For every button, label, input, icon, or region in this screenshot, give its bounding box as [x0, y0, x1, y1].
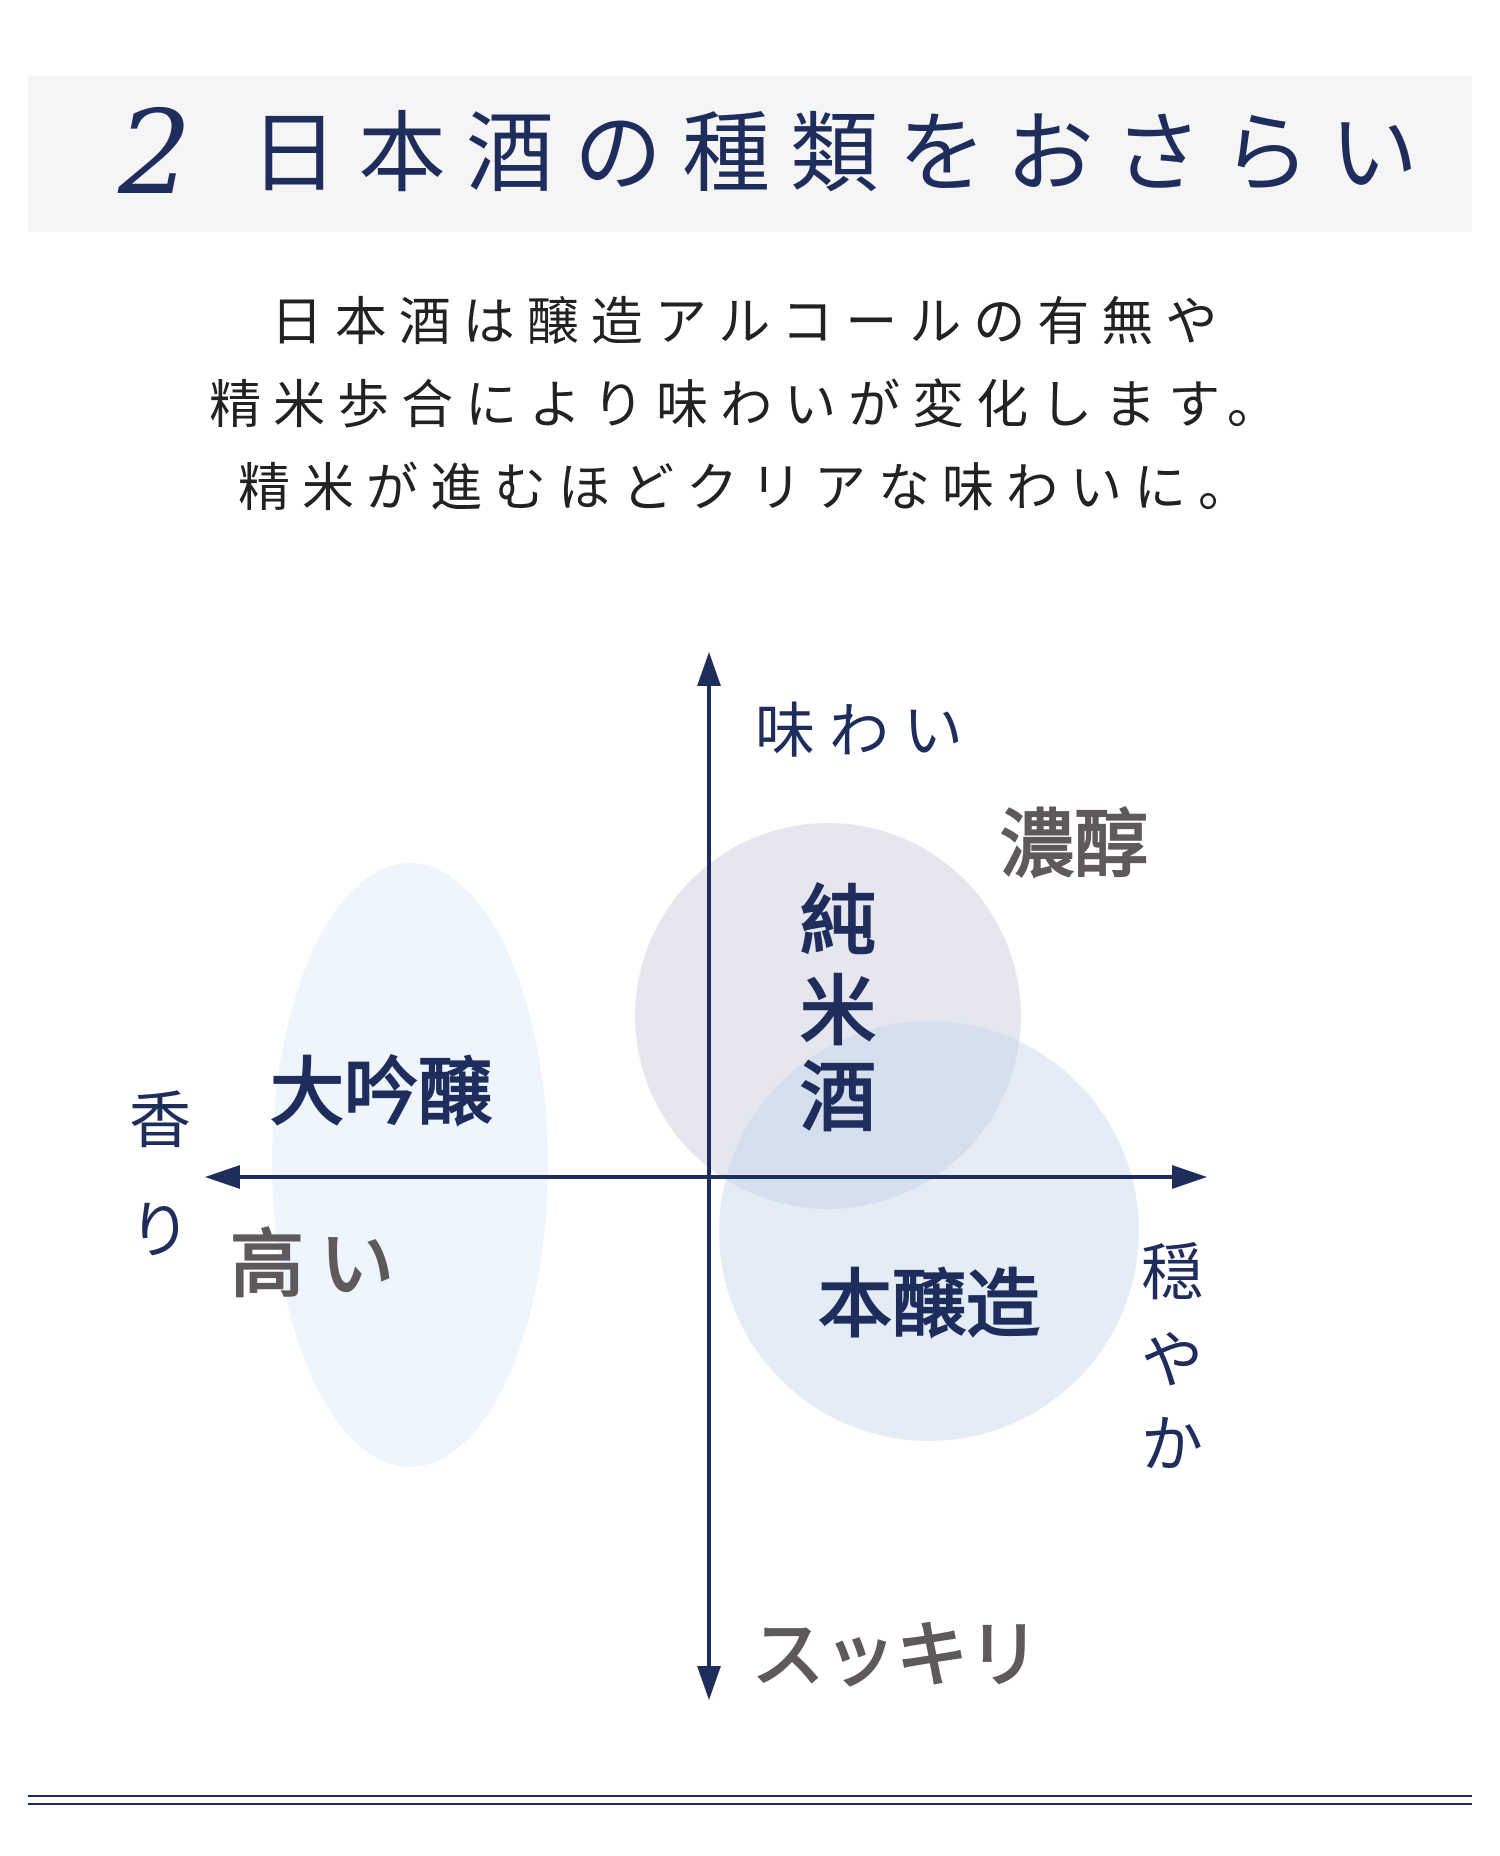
- axis-label-right-1: 穏: [1141, 1236, 1203, 1309]
- axis-label-left-2: り: [129, 1194, 191, 1267]
- section-number: 2: [118, 86, 192, 221]
- footer-rule-bottom: [28, 1803, 1472, 1805]
- arrow-right-icon: [1172, 1165, 1207, 1189]
- region-label-junmai-1: 純: [800, 877, 876, 966]
- region-label-honjozo: 本醸造: [818, 1262, 1040, 1348]
- honjozo-region: [719, 1021, 1139, 1441]
- axis-label-left-1: 香: [129, 1084, 191, 1157]
- axis-label-left-lower: 高い: [230, 1222, 410, 1308]
- axis-label-right-2: や: [1141, 1324, 1203, 1397]
- ginjo-region: [272, 863, 548, 1467]
- region-label-junmai-3: 酒: [800, 1053, 876, 1142]
- intro-line-1: 日本酒は醸造アルコールの有無や: [270, 293, 1230, 353]
- arrow-down-icon: [697, 1666, 721, 1700]
- section-title: 日本酒の種類をおさらい: [250, 102, 1439, 205]
- intro-line-3: 精米が進むほどクリアな味わいに。: [237, 459, 1262, 519]
- region-label-junmai-2: 米: [800, 967, 876, 1056]
- region-label-ginjo: 大吟醸: [270, 1050, 493, 1136]
- axis-label-bottom: スッキリ: [752, 1613, 1040, 1697]
- footer-rule-top: [28, 1795, 1472, 1797]
- arrow-up-icon: [697, 652, 721, 686]
- axis-label-right-3: か: [1141, 1408, 1203, 1481]
- arrow-left-icon: [205, 1165, 240, 1189]
- axis-label-top-right: 濃醇: [1000, 802, 1148, 888]
- junmai-region: [635, 823, 1021, 1209]
- intro-line-2: 精米歩合により味わいが変化します。: [209, 376, 1291, 436]
- axis-label-top: 味わい: [755, 697, 977, 767]
- intro-text: 日本酒は醸造アルコールの有無や 精米歩合により味わいが変化します。 精米が進むほ…: [0, 282, 1500, 531]
- header-band: [28, 76, 1472, 232]
